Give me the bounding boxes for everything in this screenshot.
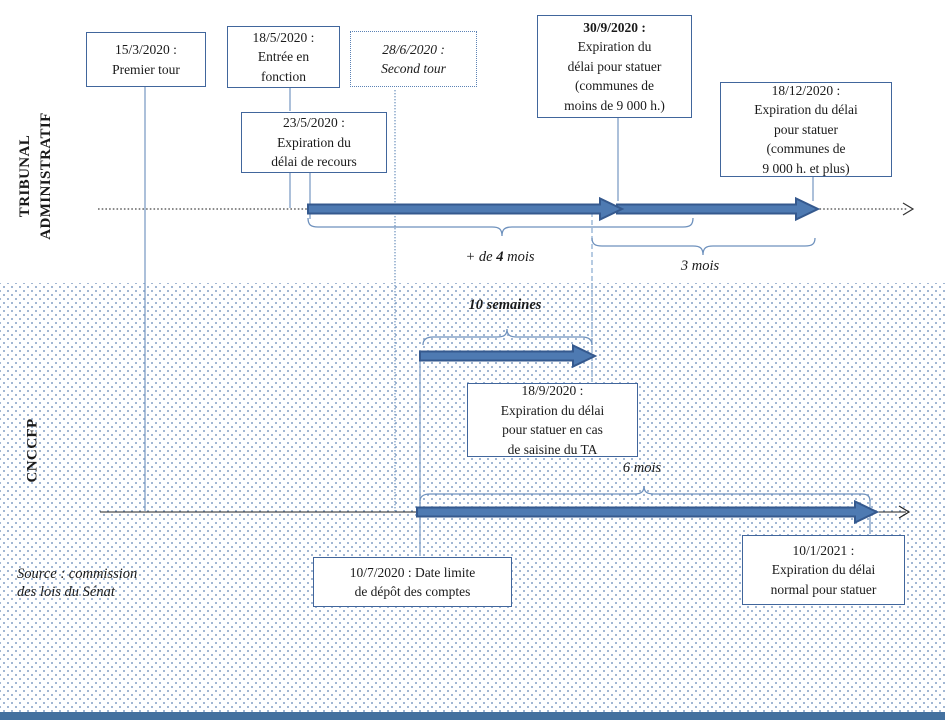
event-label: de saisine du TA xyxy=(507,441,598,457)
event-box-statuer-moins-9000: 30/9/2020 : Expiration du délai pour sta… xyxy=(537,15,692,118)
brace-plus-de-4-mois xyxy=(307,217,694,237)
event-label: (communes de xyxy=(766,141,846,157)
event-date: 30/9/2020 : xyxy=(583,19,646,35)
brace-trois-mois xyxy=(591,237,816,256)
duration-label-plus-de-4-mois: + de 4 mois xyxy=(430,249,570,266)
source-line2: des lois du Sénat xyxy=(17,584,115,600)
event-label: pour statuer en cas xyxy=(502,422,603,437)
event-label: délai de recours xyxy=(271,154,357,170)
event-box-entree-fonction: 18/5/2020 : Entrée en fonction xyxy=(227,26,340,88)
source-line1: Source : commission xyxy=(17,566,138,582)
event-box-premier-tour: 15/3/2020 : Premier tour xyxy=(86,32,206,87)
event-label: Expiration du xyxy=(277,134,351,150)
arrow-cnccfp-10-semaines xyxy=(419,343,598,369)
event-label: fonction xyxy=(261,68,306,84)
duration-label-six-mois: 6 mois xyxy=(622,460,662,476)
event-box-second-tour: 28/6/2020 : Second tour xyxy=(350,31,477,87)
tribunal-label-line1: TRIBUNAL xyxy=(17,134,33,218)
event-box-saisine-ta: 18/9/2020 : Expiration du délai pour sta… xyxy=(467,383,638,457)
event-date: 18/5/2020 : xyxy=(252,29,315,45)
event-date: 28/6/2020 : xyxy=(382,41,445,57)
event-date: 18/12/2020 : xyxy=(771,82,841,98)
source-note: Source : commission des lois du Sénat xyxy=(17,565,137,601)
duration-text-bold: 4 xyxy=(496,249,504,265)
event-date: 10/1/2021 : xyxy=(792,542,855,558)
duration-label-trois-mois: 3 mois xyxy=(680,258,720,274)
event-label: Expiration du délai xyxy=(754,102,858,118)
arrow-ta-4-mois xyxy=(307,196,625,222)
event-label: moins de 9 000 h.) xyxy=(564,97,665,113)
event-label: Premier tour xyxy=(112,61,180,77)
tribunal-label-line2: ADMINISTRATIF xyxy=(38,112,54,240)
event-box-expiration-recours: 23/5/2020 : Expiration du délai de recou… xyxy=(241,112,387,173)
event-label: Entrée en xyxy=(257,49,310,65)
event-label: pour statuer xyxy=(773,121,839,137)
top-axis-arrowhead-icon xyxy=(902,202,915,216)
brace-dix-semaines xyxy=(422,328,593,346)
event-label: de dépôt des comptes xyxy=(354,584,471,599)
event-label: normal pour statuer xyxy=(770,581,877,597)
duration-text: mois xyxy=(503,249,535,265)
event-label: Expiration du délai xyxy=(500,402,605,418)
event-label: délai pour statuer xyxy=(567,58,662,74)
bottom-axis-arrowhead-icon xyxy=(898,505,911,519)
cnccfp-section-label: CNCCFP xyxy=(24,418,41,483)
event-box-statuer-9000-plus: 18/12/2020 : Expiration du délai pour st… xyxy=(720,82,892,177)
event-label: Expiration du xyxy=(577,39,652,55)
event-label: 9 000 h. et plus) xyxy=(762,160,850,176)
event-label: Second tour xyxy=(381,61,446,76)
event-date: 10/7/2020 : Date limite xyxy=(349,564,476,580)
event-box-depot-comptes: 10/7/2020 : Date limite de dépôt des com… xyxy=(313,557,512,607)
arrow-ta-3-mois xyxy=(616,196,821,222)
event-date: 18/9/2020 : xyxy=(521,383,584,398)
duration-text: + de xyxy=(465,249,497,265)
event-box-statuer-normal: 10/1/2021 : Expiration du délai normal p… xyxy=(742,535,905,605)
tribunal-administratif-section-label: TRIBUNAL ADMINISTRATIF xyxy=(15,101,57,251)
event-date: 15/3/2020 : xyxy=(115,42,177,57)
bottom-accent-bar xyxy=(0,712,945,720)
event-label: (communes de xyxy=(574,78,655,94)
arrow-cnccfp-6-mois xyxy=(416,499,880,525)
brace-six-mois xyxy=(419,485,871,502)
event-label: Expiration du délai xyxy=(771,562,876,578)
duration-label-dix-semaines: 10 semaines xyxy=(468,297,542,313)
event-date: 23/5/2020 : xyxy=(283,115,345,131)
